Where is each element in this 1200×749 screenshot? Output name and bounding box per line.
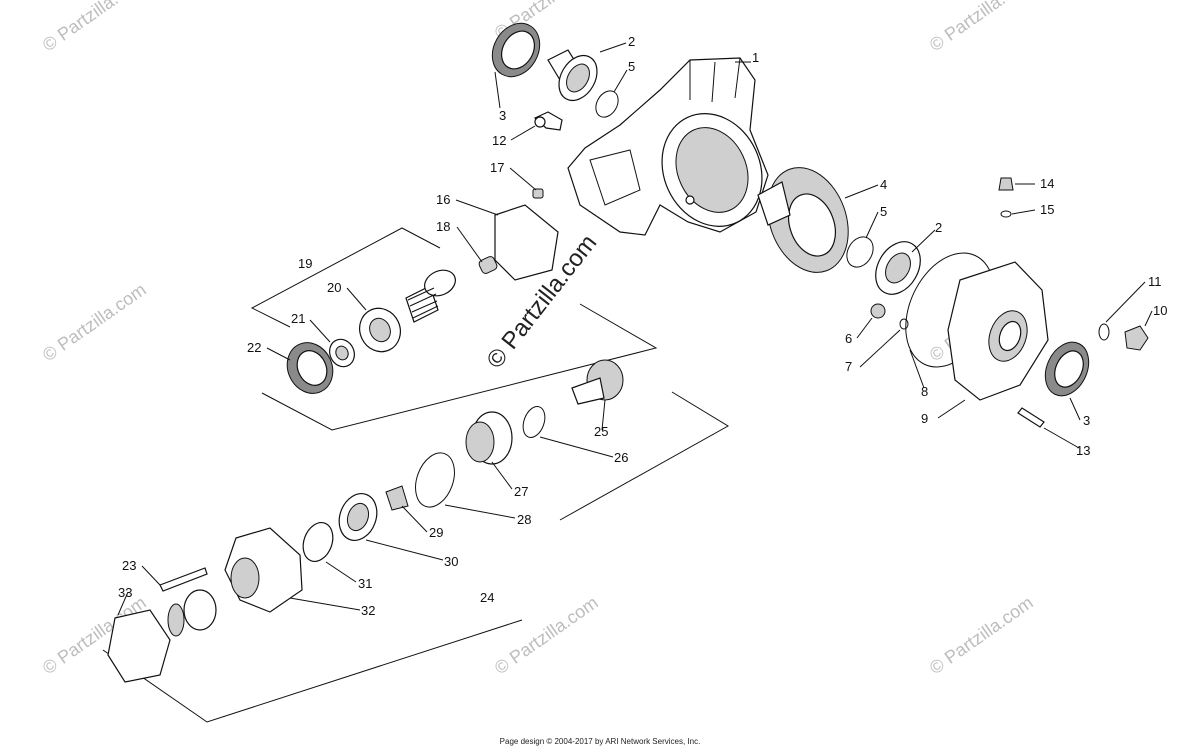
- watermark-top-left: © Partzilla.com: [39, 0, 150, 55]
- callout-label: 29: [429, 525, 443, 540]
- callout-label: 3: [1083, 413, 1090, 428]
- part-washer-15: [1000, 210, 1012, 218]
- part-sensor: [533, 111, 563, 131]
- part-cover: [947, 261, 1049, 401]
- group-bracket-24: [102, 391, 729, 723]
- part-seal-top: [491, 22, 541, 78]
- part-bolt-14: [998, 177, 1014, 191]
- part-30: [338, 493, 378, 541]
- group-bracket-19: [250, 227, 658, 431]
- footer-copyright: Page design © 2004-2017 by ARI Network S…: [499, 737, 701, 746]
- part-plug: [532, 188, 544, 199]
- callout-label: 3: [499, 108, 506, 123]
- callout-label: 17: [490, 160, 504, 175]
- part-33: [107, 589, 217, 683]
- callout-label: 14: [1040, 176, 1054, 191]
- callout-label: 21: [291, 311, 305, 326]
- part-snap-ring-top: [595, 90, 619, 118]
- callout-label: 6: [845, 331, 852, 346]
- part-bolt-13: [1017, 407, 1045, 428]
- callout-label: 10: [1153, 303, 1167, 318]
- callout-label: 11: [1148, 274, 1162, 289]
- part-31: [302, 522, 334, 562]
- callout-label: 31: [358, 576, 372, 591]
- callout-label: 19: [298, 256, 312, 271]
- part-bearing-small: [329, 338, 355, 368]
- part-snap-ring-26: [522, 406, 546, 438]
- callout-label: 30: [444, 554, 458, 569]
- part-bearing-top: [547, 49, 598, 102]
- part-housing: [567, 57, 769, 236]
- callout-label: 15: [1040, 202, 1054, 217]
- part-gasket: [494, 204, 559, 281]
- part-washer-11: [1098, 323, 1110, 341]
- callout-label: 7: [845, 359, 852, 374]
- callout-label: 25: [594, 424, 608, 439]
- part-needle-bearing: [478, 256, 498, 274]
- part-plug-6: [870, 303, 886, 319]
- callout-label: 4: [880, 177, 887, 192]
- part-bearing-right: [875, 241, 921, 295]
- callout-label: 12: [492, 133, 506, 148]
- callout-label: 32: [361, 603, 375, 618]
- callout-label: 1: [752, 50, 759, 65]
- callout-label: 13: [1076, 443, 1090, 458]
- part-27: [465, 411, 513, 465]
- part-32: [224, 527, 303, 613]
- part-bolt-23: [159, 567, 208, 592]
- callout-label: 9: [921, 411, 928, 426]
- callout-label: 5: [880, 204, 887, 219]
- watermark-bottom-right: © Partzilla.com: [926, 592, 1037, 678]
- callout-labels: 1 2 5 3 12 17 16 18 19 20 21 22 4 5 2 14…: [118, 34, 1167, 618]
- callout-label: 5: [628, 59, 635, 74]
- part-pinion-gear: [405, 269, 456, 323]
- part-seal-22: [286, 342, 334, 394]
- callout-label: 2: [935, 220, 942, 235]
- part-snap-ring-right: [846, 236, 874, 268]
- part-29: [385, 485, 409, 511]
- part-ring-gear: [757, 167, 849, 273]
- part-ring-28: [415, 452, 455, 508]
- callout-label: 27: [514, 484, 528, 499]
- part-bearing-pinion: [359, 307, 401, 353]
- callout-label: 20: [327, 280, 341, 295]
- callout-label: 8: [921, 384, 928, 399]
- watermark-bottom-center: © Partzilla.com: [491, 592, 602, 678]
- watermark-top-right: © Partzilla.com: [926, 0, 1037, 55]
- leader-lines: [117, 42, 1153, 616]
- callout-label: 22: [247, 340, 261, 355]
- callout-label: 24: [480, 590, 494, 605]
- part-seal-right: [1044, 341, 1090, 397]
- callout-label: 23: [122, 558, 136, 573]
- callout-label: 33: [118, 585, 132, 600]
- callout-label: 18: [436, 219, 450, 234]
- callout-label: 16: [436, 192, 450, 207]
- callout-label: 26: [614, 450, 628, 465]
- part-25: [571, 359, 624, 405]
- callout-label: 2: [628, 34, 635, 49]
- part-nut-10: [1124, 325, 1149, 351]
- watermark-mid-left: © Partzilla.com: [39, 279, 150, 365]
- part-washer-7: [899, 318, 909, 330]
- callout-label: 28: [517, 512, 531, 527]
